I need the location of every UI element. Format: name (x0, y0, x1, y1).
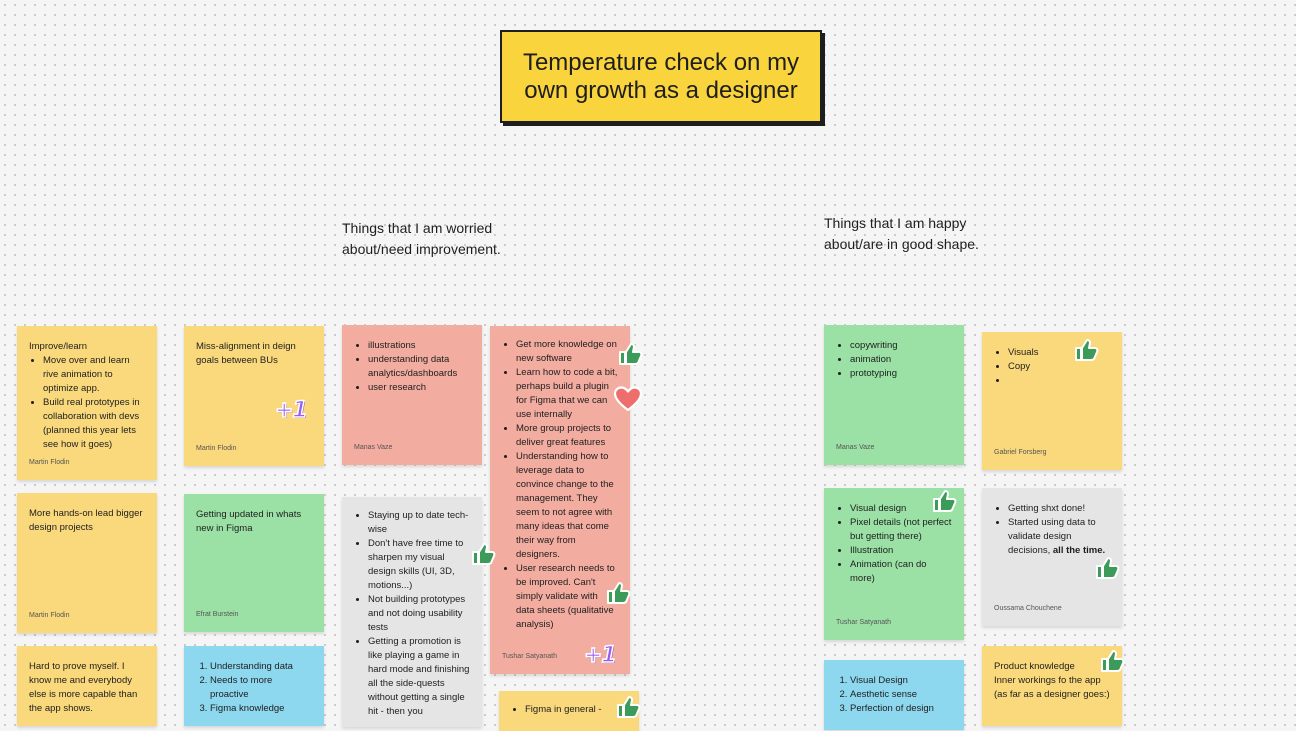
sticky-note[interactable]: copywriting animation prototyping Manas … (824, 325, 964, 465)
list-item: Understanding data (210, 660, 312, 674)
sticky-list: Get more knowledge on new software Learn… (502, 338, 618, 632)
sticky-list: Visual design Pixel details (not perfect… (836, 502, 952, 586)
list-item: animation (850, 353, 952, 367)
thumbs-up-icon[interactable] (605, 580, 631, 606)
list-item: Getting a promotion is like playing a ga… (368, 635, 470, 719)
board-title-text: Temperature check on my own growth as a … (522, 48, 800, 104)
list-item: Visual Design (850, 674, 952, 688)
sticky-note[interactable]: Hard to prove myself. I know me and ever… (17, 646, 157, 726)
sticky-author: Manas Vaze (354, 444, 393, 451)
sticky-list: copywriting animation prototyping (836, 339, 952, 381)
sticky-text: More hands-on lead bigger design project… (29, 508, 143, 533)
sticky-author: Martin Flodin (196, 445, 237, 452)
sticky-list: illustrations understanding data analyti… (354, 339, 470, 395)
sticky-note[interactable]: Getting updated in whats new in Figma Ef… (184, 494, 324, 632)
list-item: Understanding how to leverage data to co… (516, 450, 618, 562)
thumbs-up-icon[interactable] (1073, 337, 1099, 363)
sticky-text: Hard to prove myself. I know me and ever… (29, 661, 138, 714)
list-item: Illustration (850, 544, 952, 558)
thumbs-up-icon[interactable] (470, 541, 496, 567)
list-item: Figma knowledge (210, 702, 312, 716)
sticky-author: Martin Flodin (29, 459, 70, 466)
list-item: Needs to more proactive (210, 674, 312, 702)
sticky-note[interactable]: Getting shxt done! Started using data to… (982, 488, 1122, 626)
sticky-text: Miss-alignment in deign goals between BU… (196, 341, 296, 366)
list-item: Started using data to validate design de… (1008, 516, 1110, 558)
list-item: user research (368, 381, 470, 395)
sticky-text: Product knowledge Inner workings fo the … (994, 661, 1110, 700)
sticky-note[interactable]: Staying up to date tech-wise Don't have … (342, 497, 482, 727)
sticky-note[interactable]: illustrations understanding data analyti… (342, 325, 482, 465)
emphasis-text: all the time. (1052, 545, 1106, 556)
sticky-author: Martin Flodin (29, 612, 70, 619)
sticky-author: Tushar Satyanath (836, 619, 891, 626)
list-item: Copy (1008, 360, 1110, 374)
list-item: Perfection of design (850, 702, 952, 716)
list-item: More group projects to deliver great fea… (516, 422, 618, 450)
thumbs-up-icon[interactable] (1094, 555, 1120, 581)
list-item: User research needs to be improved. Can'… (516, 562, 618, 632)
plus-one-badge: +1 (274, 397, 308, 424)
section-worried-heading: Things that I am worried about/need impr… (342, 220, 501, 257)
sticky-intro: Improve/learn (29, 341, 88, 352)
sticky-text: Getting updated in whats new in Figma (196, 509, 302, 534)
sticky-note[interactable]: Improve/learn Move over and learn rive a… (17, 326, 157, 480)
plus-one-badge: +1 (583, 642, 617, 669)
list-item: Animation (can do more) (850, 558, 952, 586)
list-item: Getting shxt done! (1008, 502, 1110, 516)
thumbs-up-icon[interactable] (615, 694, 641, 720)
sticky-note[interactable]: Visual Design Aesthetic sense Perfection… (824, 660, 964, 730)
sticky-list: Figma in general - (511, 703, 627, 717)
list-item: copywriting (850, 339, 952, 353)
sticky-note[interactable]: Visual design Pixel details (not perfect… (824, 488, 964, 640)
sticky-author: Oussama Chouchene (994, 605, 1062, 612)
list-item: Visuals (1008, 346, 1110, 360)
list-item: illustrations (368, 339, 470, 353)
sticky-note[interactable]: Visuals Copy Gabriel Forsberg (982, 332, 1122, 470)
thumbs-up-icon[interactable] (931, 488, 957, 514)
sticky-list: Visuals Copy (994, 346, 1110, 388)
sticky-author: Tushar Satyanath (502, 653, 557, 660)
sticky-list: Understanding data Needs to more proacti… (196, 660, 312, 716)
list-item: Don't have free time to sharpen my visua… (368, 537, 470, 593)
list-item: Not building prototypes and not doing us… (368, 593, 470, 635)
list-item: Learn how to code a bit, perhaps build a… (516, 366, 618, 422)
thumbs-up-icon[interactable] (1099, 648, 1125, 674)
list-item: prototyping (850, 367, 952, 381)
sticky-note[interactable]: More hands-on lead bigger design project… (17, 493, 157, 633)
list-item: Get more knowledge on new software (516, 338, 618, 366)
list-item: understanding data analytics/dashboards (368, 353, 470, 381)
heart-icon[interactable] (613, 385, 643, 413)
section-happy-heading: Things that I am happy about/are in good… (824, 215, 979, 252)
sticky-note[interactable]: Understanding data Needs to more proacti… (184, 646, 324, 726)
list-item: Visual design (850, 502, 952, 516)
list-item: Staying up to date tech-wise (368, 509, 470, 537)
list-item: Pixel details (not perfect but getting t… (850, 516, 952, 544)
sticky-author: Efrat Burstein (196, 611, 239, 618)
sticky-list: Move over and learn rive animation to op… (29, 354, 145, 452)
list-item: Build real prototypes in collaboration w… (43, 396, 145, 452)
sticky-list: Getting shxt done! Started using data to… (994, 502, 1110, 558)
sticky-note[interactable]: Get more knowledge on new software Learn… (490, 326, 630, 674)
list-item (1008, 374, 1110, 388)
sticky-note[interactable]: Miss-alignment in deign goals between BU… (184, 326, 324, 466)
sticky-list: Staying up to date tech-wise Don't have … (354, 509, 470, 719)
sticky-list: Visual Design Aesthetic sense Perfection… (836, 674, 952, 716)
list-item-text: Started using data to validate design de… (1008, 517, 1096, 556)
list-item: Move over and learn rive animation to op… (43, 354, 145, 396)
list-item: Figma in general - (525, 703, 627, 717)
thumbs-up-icon[interactable] (617, 341, 643, 367)
list-item: Aesthetic sense (850, 688, 952, 702)
sticky-author: Manas Vaze (836, 444, 875, 451)
sticky-author: Gabriel Forsberg (994, 449, 1047, 456)
board-title[interactable]: Temperature check on my own growth as a … (500, 30, 822, 123)
